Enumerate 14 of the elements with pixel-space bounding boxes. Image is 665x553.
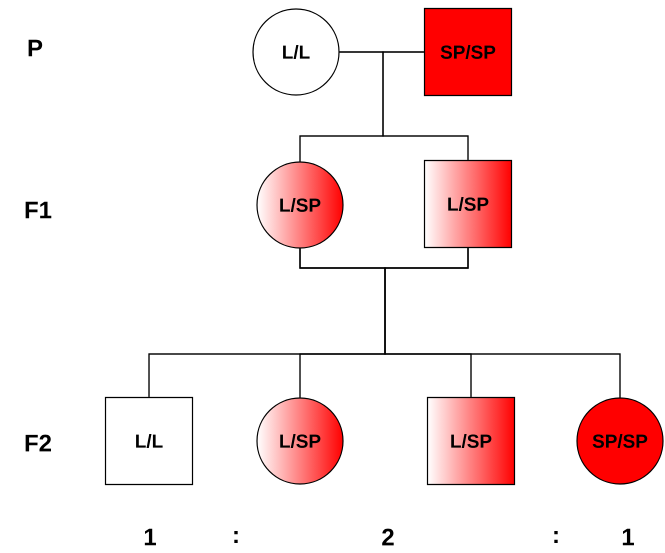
descent-line — [384, 248, 621, 398]
ratio-number: 1 — [144, 528, 156, 546]
generation-label: P — [28, 40, 42, 56]
male-square: L/SP — [424, 160, 512, 248]
ratio-number: 2 — [382, 528, 394, 546]
generation-label: F1 — [26, 202, 52, 218]
descent-line — [382, 51, 469, 160]
generation-label: F2 — [26, 434, 51, 452]
ratio-separator: : — [554, 530, 558, 544]
ratio-separator: : — [234, 530, 238, 544]
ratio-number: 1 — [622, 528, 634, 546]
male-square: L/L — [104, 396, 194, 486]
male-square: L/SP — [426, 396, 516, 486]
male-square: SP/SP — [424, 8, 512, 96]
